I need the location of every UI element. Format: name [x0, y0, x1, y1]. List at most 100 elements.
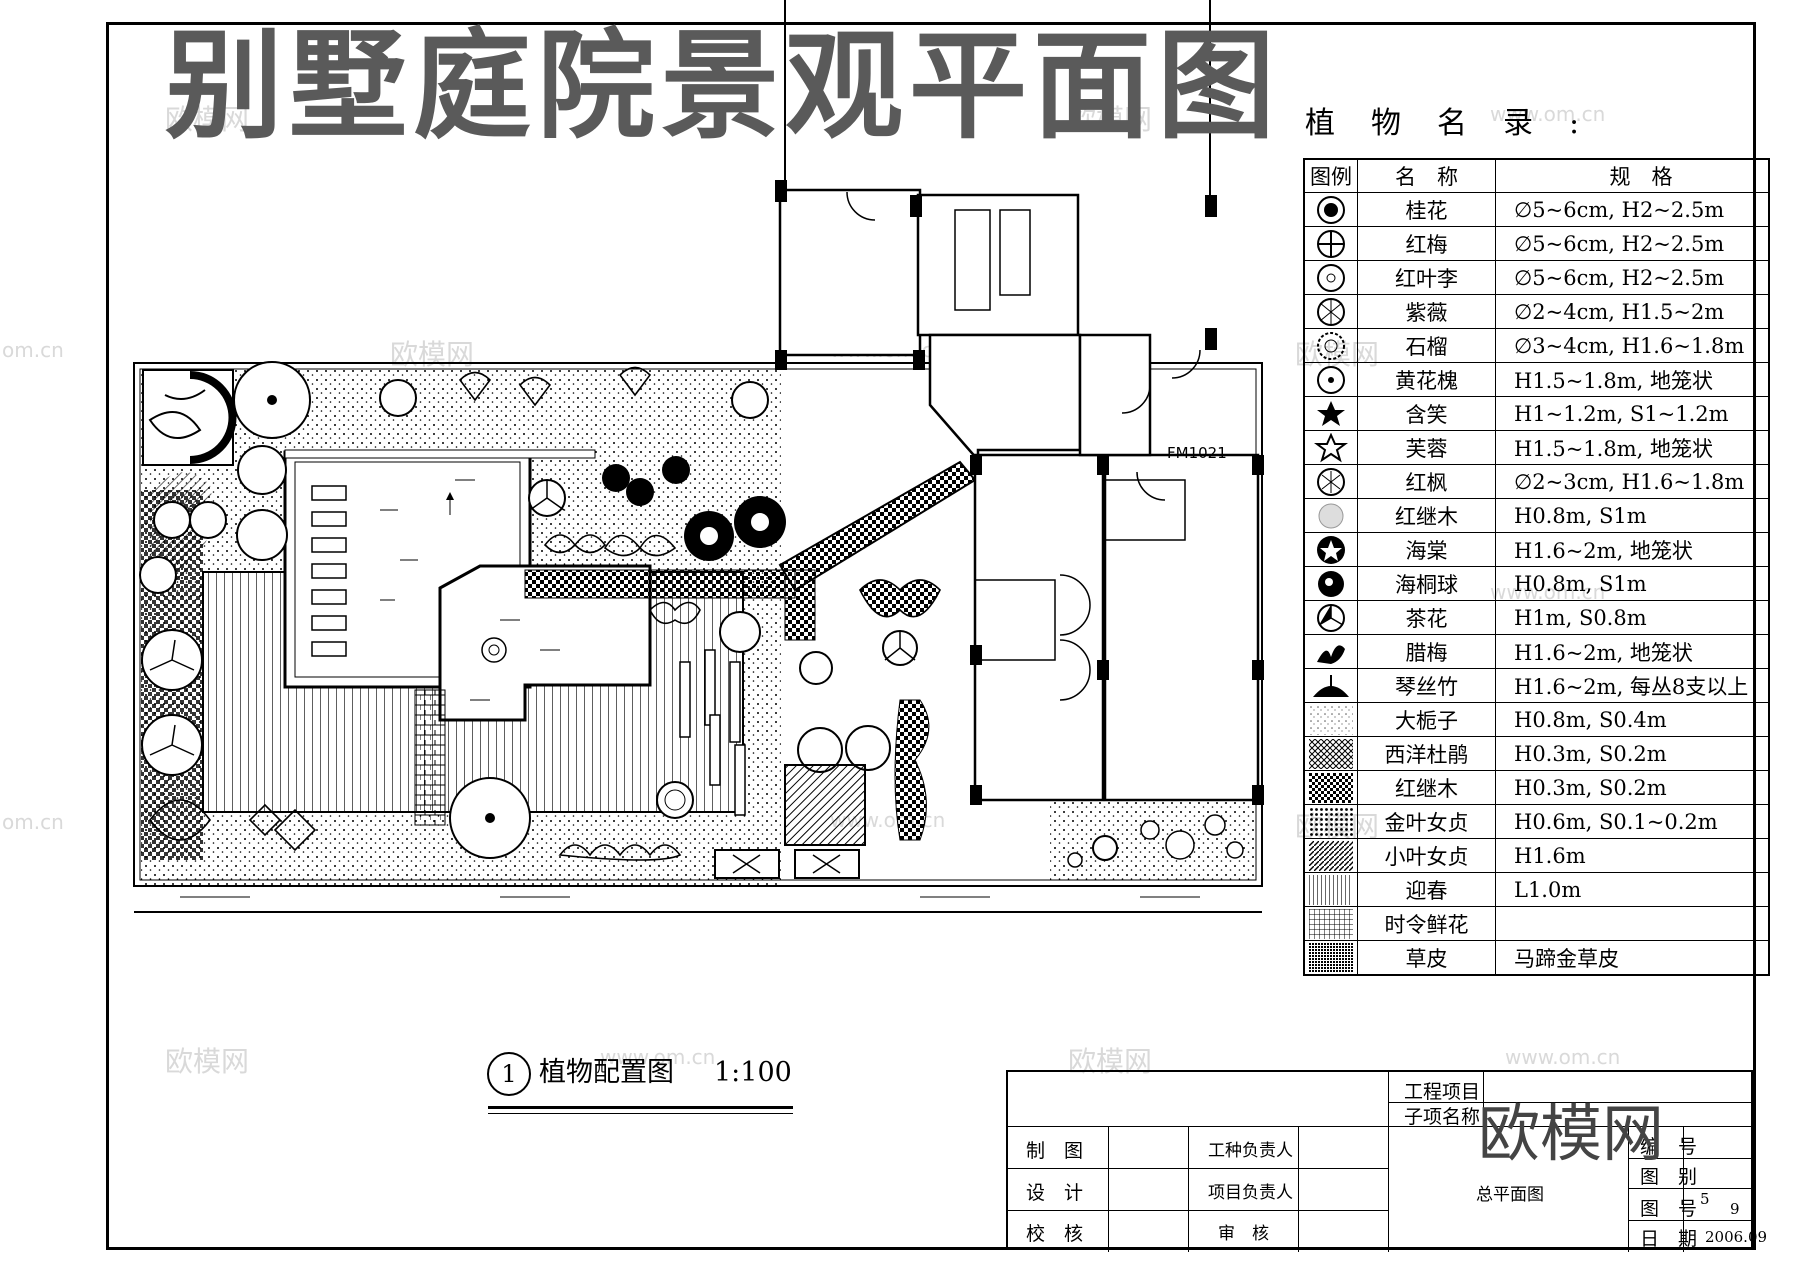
watermark: 欧模网 [390, 338, 475, 371]
table-row: 石榴∅3~4cm, H1.6~1.8m [1303, 328, 1770, 363]
tb-code-label: 编 号 [1640, 1136, 1698, 1158]
crape-myrtle-icon [1303, 294, 1358, 329]
tb-check: 校 核 [1026, 1223, 1084, 1245]
sophora-icon [1303, 362, 1358, 397]
plant-spec: ∅5~6cm, H2~2.5m [1495, 260, 1770, 295]
tb-review: 审 核 [1218, 1224, 1269, 1244]
villa-building [778, 188, 1260, 802]
table-row: 紫薇∅2~4cm, H1.5~2m [1303, 294, 1770, 329]
table-row: 红梅∅5~6cm, H2~2.5m [1303, 226, 1770, 261]
plant-spec: H1.6~2m, 地笼状 [1495, 532, 1770, 567]
plant-spec: H0.8m, S1m [1495, 566, 1770, 601]
plant-spec: H1.6m [1495, 838, 1770, 873]
bamboo-icon [1303, 668, 1358, 703]
title-block: 工程项目 子项名称 制 图 设 计 校 核 工种负责人 项目负责人 审 核 总平… [1006, 1070, 1767, 1252]
plant-name: 含笑 [1357, 396, 1496, 431]
plant-name: 红枫 [1357, 464, 1496, 499]
plant-spec: L1.0m [1495, 872, 1770, 907]
plant-name: 腊梅 [1357, 634, 1496, 669]
tb-number-label: 图 号 [1640, 1198, 1698, 1220]
tb-date: 2006.09 [1705, 1228, 1768, 1246]
plant-name: 琴丝竹 [1357, 668, 1496, 703]
plant-name: 黄花槐 [1357, 362, 1496, 397]
tb-project-lead: 项目负责人 [1208, 1183, 1293, 1203]
gardenia-hatch-icon [1303, 702, 1358, 737]
plant-name: 小叶女贞 [1357, 838, 1496, 873]
plant-spec: 马蹄金草皮 [1495, 940, 1770, 976]
drawing-caption: 1 植物配置图 1:100 [487, 1050, 792, 1096]
tb-design: 设 计 [1026, 1182, 1084, 1204]
plant-spec: ∅5~6cm, H2~2.5m [1495, 226, 1770, 261]
lawn-hatch-icon [1303, 940, 1358, 976]
jasmine-hatch-icon [1303, 872, 1358, 907]
pomegranate-icon [1303, 328, 1358, 363]
caption-number: 1 [487, 1051, 531, 1096]
plant-name: 金叶女贞 [1357, 804, 1496, 839]
watermark: om.cn [2, 338, 64, 362]
tree-osmanthus-icon [1303, 192, 1358, 227]
site-plan: FM1021 [133, 0, 1264, 913]
tb-drawing-name: 总平面图 [1476, 1185, 1544, 1205]
plant-name: 迎春 [1357, 872, 1496, 907]
caption-scale: 1:100 [714, 1057, 792, 1088]
site-boundary [133, 362, 1263, 887]
tb-subproject: 子项名称 [1404, 1106, 1481, 1128]
header-name: 名 称 [1357, 158, 1496, 193]
door-label: FM1021 [1167, 444, 1227, 462]
tb-date-label: 日 期 [1640, 1228, 1698, 1250]
plant-name: 海桐球 [1357, 566, 1496, 601]
pool-lower [438, 564, 652, 722]
tree-purple-plum-icon [1303, 260, 1358, 295]
tb-drawn: 制 图 [1026, 1140, 1084, 1162]
watermark: om.cn [2, 810, 64, 834]
privet-hatch-icon [1303, 838, 1358, 873]
seasonal-flower-hatch-icon [1303, 906, 1358, 941]
plant-list-title: 植物名录: [1305, 106, 1616, 141]
watermark: www.om.cn [600, 1045, 716, 1069]
table-row: 桂花∅5~6cm, H2~2.5m [1303, 192, 1770, 227]
table-row: 时令鲜花 [1303, 906, 1770, 941]
tree-plum-icon [1303, 226, 1358, 261]
plant-name: 大栀子 [1357, 702, 1496, 737]
camellia-icon [1303, 600, 1358, 635]
plant-name: 红继木 [1357, 770, 1496, 805]
watermark: 欧模网 [1068, 1045, 1153, 1078]
tb-sheet-total: 9 [1730, 1200, 1740, 1218]
plant-name: 红叶李 [1357, 260, 1496, 295]
plant-name: 紫薇 [1357, 294, 1496, 329]
plant-spec: H1~1.2m, S1~1.2m [1495, 396, 1770, 431]
tb-category-label: 图 别 [1640, 1166, 1698, 1188]
plant-spec: H1.5~1.8m, 地笼状 [1495, 362, 1770, 397]
table-row: 红枫∅2~3cm, H1.6~1.8m [1303, 464, 1770, 499]
plant-spec: H0.8m, S1m [1495, 498, 1770, 533]
caption-text: 植物配置图 [539, 1057, 674, 1088]
plant-name: 草皮 [1357, 940, 1496, 976]
plant-spec: H1.6~2m, 地笼状 [1495, 634, 1770, 669]
plant-spec: H1.6~2m, 每丛8支以上 [1495, 668, 1770, 703]
tb-trade-lead: 工种负责人 [1208, 1141, 1293, 1161]
header-legend: 图例 [1303, 158, 1358, 193]
loropetalum-ball-icon [1303, 498, 1358, 533]
hibiscus-icon [1303, 430, 1358, 465]
plant-spec [1495, 906, 1770, 941]
plant-name: 海棠 [1357, 532, 1496, 567]
table-row: 草皮马蹄金草皮 [1303, 940, 1770, 976]
brand-logo: 欧模网 [1478, 1097, 1665, 1170]
plant-spec: ∅2~3cm, H1.6~1.8m [1495, 464, 1770, 499]
plant-spec: H0.3m, S0.2m [1495, 770, 1770, 805]
plant-name: 红梅 [1357, 226, 1496, 261]
michelia-icon [1303, 396, 1358, 431]
watermark: www.om.cn [1505, 1045, 1621, 1069]
